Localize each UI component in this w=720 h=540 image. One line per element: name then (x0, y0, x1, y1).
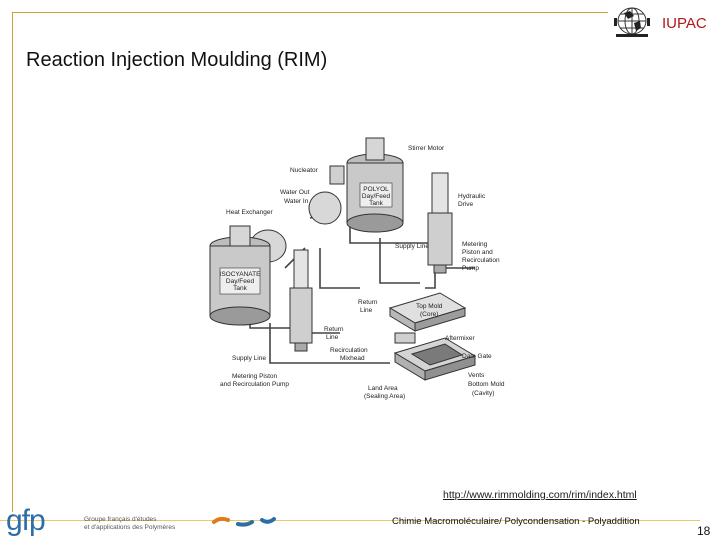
label-bottom-mold-2: (Cavity) (472, 390, 494, 397)
source-link[interactable]: http://www.rimmolding.com/rim/index.html (443, 489, 637, 501)
label-stirrer-motor: Stirrer Motor (408, 145, 445, 152)
iupac-label: IUPAC (662, 15, 707, 32)
source-link-text[interactable]: http://www.rimmolding.com/rim/index.html (443, 489, 637, 501)
label-top-mold-1: Top Mold (416, 303, 443, 310)
gfp-logo: gfp (6, 504, 46, 537)
label-vents: Vents (468, 372, 485, 379)
label-top-mold-2: (Core) (420, 311, 438, 318)
label-metering-top-2: Piston and (462, 249, 493, 256)
label-supply-line-top: Supply Line (395, 243, 429, 250)
label-return-line-b2: Line (326, 334, 339, 341)
label-metering-top-1: Metering (462, 241, 488, 248)
label-recirc-mixhead-1: Recirculation (330, 347, 368, 354)
label-metering-top-4: Pump (462, 265, 479, 272)
label-water-out: Water Out (280, 189, 310, 196)
bottom-mold (393, 337, 477, 381)
iupac-globe-icon (614, 7, 650, 37)
label-heat-exchanger: Heat Exchanger (226, 209, 273, 216)
footer-rule (0, 520, 700, 521)
gfp-logo-subtitle-2: et d'applications des Polymères (84, 523, 176, 531)
slide-title: Reaction Injection Moulding (RIM) (26, 49, 328, 71)
label-hydraulic-drive-1: Hydraulic (458, 193, 486, 200)
label-bottom-mold-1: Bottom Mold (468, 381, 505, 388)
label-metering-bottom-1: Metering Piston (232, 373, 278, 380)
label-water-in: Water In (284, 198, 309, 205)
recirculation-mixhead (394, 332, 416, 344)
gfp-logo-subtitle-1: Groupe français d'études (84, 516, 157, 523)
label-land-area-2: (Sealing Area) (364, 393, 405, 400)
label-hydraulic-drive-2: Drive (458, 201, 474, 208)
label-metering-bottom-2: and Recirculation Pump (220, 381, 289, 388)
label-return-line-b1: Return (324, 326, 344, 333)
metering-piston-bottom (289, 249, 313, 352)
isocyanate-tank: ISOCYANATE Day/Feed Tank (209, 225, 271, 326)
isocyanate-tank-label-3: Tank (233, 285, 247, 292)
label-aftermixer: Aftermixer (445, 335, 475, 342)
metering-piston-top (427, 172, 453, 274)
label-metering-top-3: Recirculation (462, 257, 500, 264)
polyol-tank-label-1: POLYOL (363, 186, 389, 193)
label-nucleator: Nucleator (290, 167, 319, 174)
label-dam-gate: Dam Gate (462, 353, 492, 360)
nucleator-unit (329, 165, 345, 185)
polyol-tank: POLYOL Day/Feed Tank (346, 137, 404, 233)
label-return-line-1: Return (358, 299, 378, 306)
rim-process-diagram: POLYOL Day/Feed Tank ISOCYANATE Day/Feed… (209, 137, 505, 400)
label-recirc-mixhead-2: Mixhead (340, 355, 365, 362)
label-return-line-2: Line (360, 307, 373, 314)
polyol-tank-label-3: Tank (369, 200, 383, 207)
top-mold (388, 292, 467, 332)
label-land-area-1: Land Area (368, 385, 398, 392)
page-number: 18 (697, 524, 711, 538)
course-title: Chimie Macromoléculaire/ Polycondensatio… (392, 516, 640, 527)
heat-exchanger-top (308, 191, 342, 225)
isocyanate-tank-label-1: ISOCYANATE (220, 271, 262, 278)
gfp-logo-subtitle: Groupe français d'études et d'applicatio… (84, 516, 175, 531)
label-supply-line-bottom: Supply Line (232, 355, 266, 362)
isocyanate-tank-label-2: Day/Feed (226, 278, 255, 285)
decorative-dashes-icon (212, 516, 276, 527)
frame-top-rule (12, 12, 608, 13)
frame-left-rule (12, 12, 13, 512)
polyol-tank-label-2: Day/Feed (362, 193, 391, 200)
